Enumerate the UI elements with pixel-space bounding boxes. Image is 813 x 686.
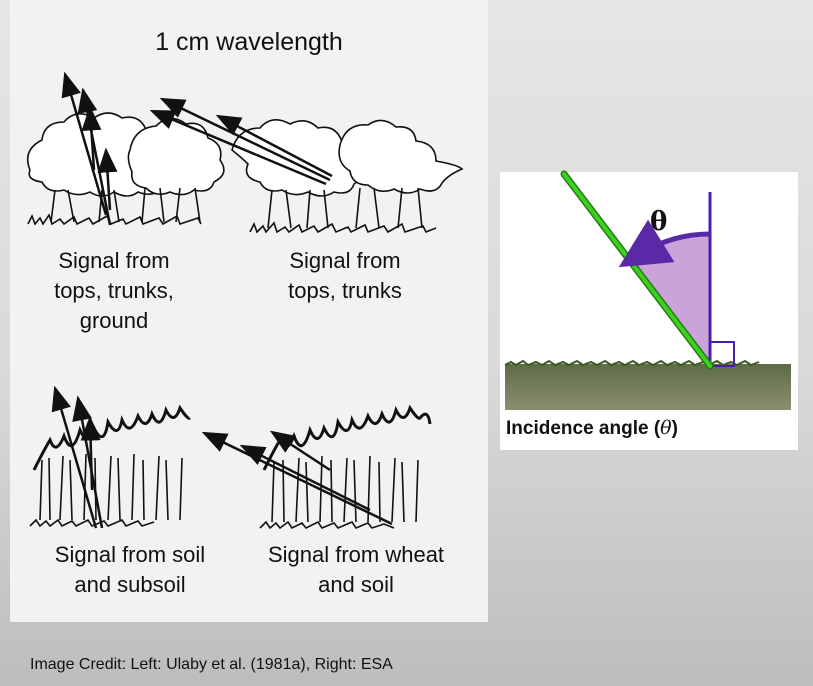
diagram-title: 1 cm wavelength	[155, 28, 343, 56]
caption-forest-full: Signal from tops, trunks, ground	[54, 248, 174, 333]
radar-arrows-wheat	[201, 430, 393, 526]
forest-scene-right	[231, 119, 464, 234]
caption-crop-wheat: Signal from wheat and soil	[267, 542, 445, 597]
radar-arrows-right	[149, 97, 333, 186]
radar-arrows-left	[61, 71, 118, 226]
crop-scene-left	[29, 404, 192, 528]
incidence-angle-label: Incidence angle (θ)	[506, 417, 678, 439]
ground-surface	[505, 364, 791, 410]
angle-arc-arrow	[618, 219, 711, 268]
image-credit: Image Credit: Left: Ulaby et al. (1981a)…	[30, 656, 393, 673]
incident-beam	[562, 172, 712, 368]
incidence-angle-panel: θ Incidence angle (θ)	[500, 170, 798, 450]
incidence-angle-diagram: θ	[504, 170, 791, 410]
radar-penetration-illustration	[26, 71, 464, 530]
caption-forest-partial: Signal from tops, trunks	[288, 248, 402, 303]
left-diagram-panel: 1 cm wavelength	[10, 0, 488, 622]
caption-crop-soil: Signal from soil and subsoil	[54, 542, 206, 597]
radar-arrows-soil	[51, 385, 104, 529]
theta-symbol: θ	[650, 207, 667, 237]
angle-wedge	[632, 233, 710, 367]
